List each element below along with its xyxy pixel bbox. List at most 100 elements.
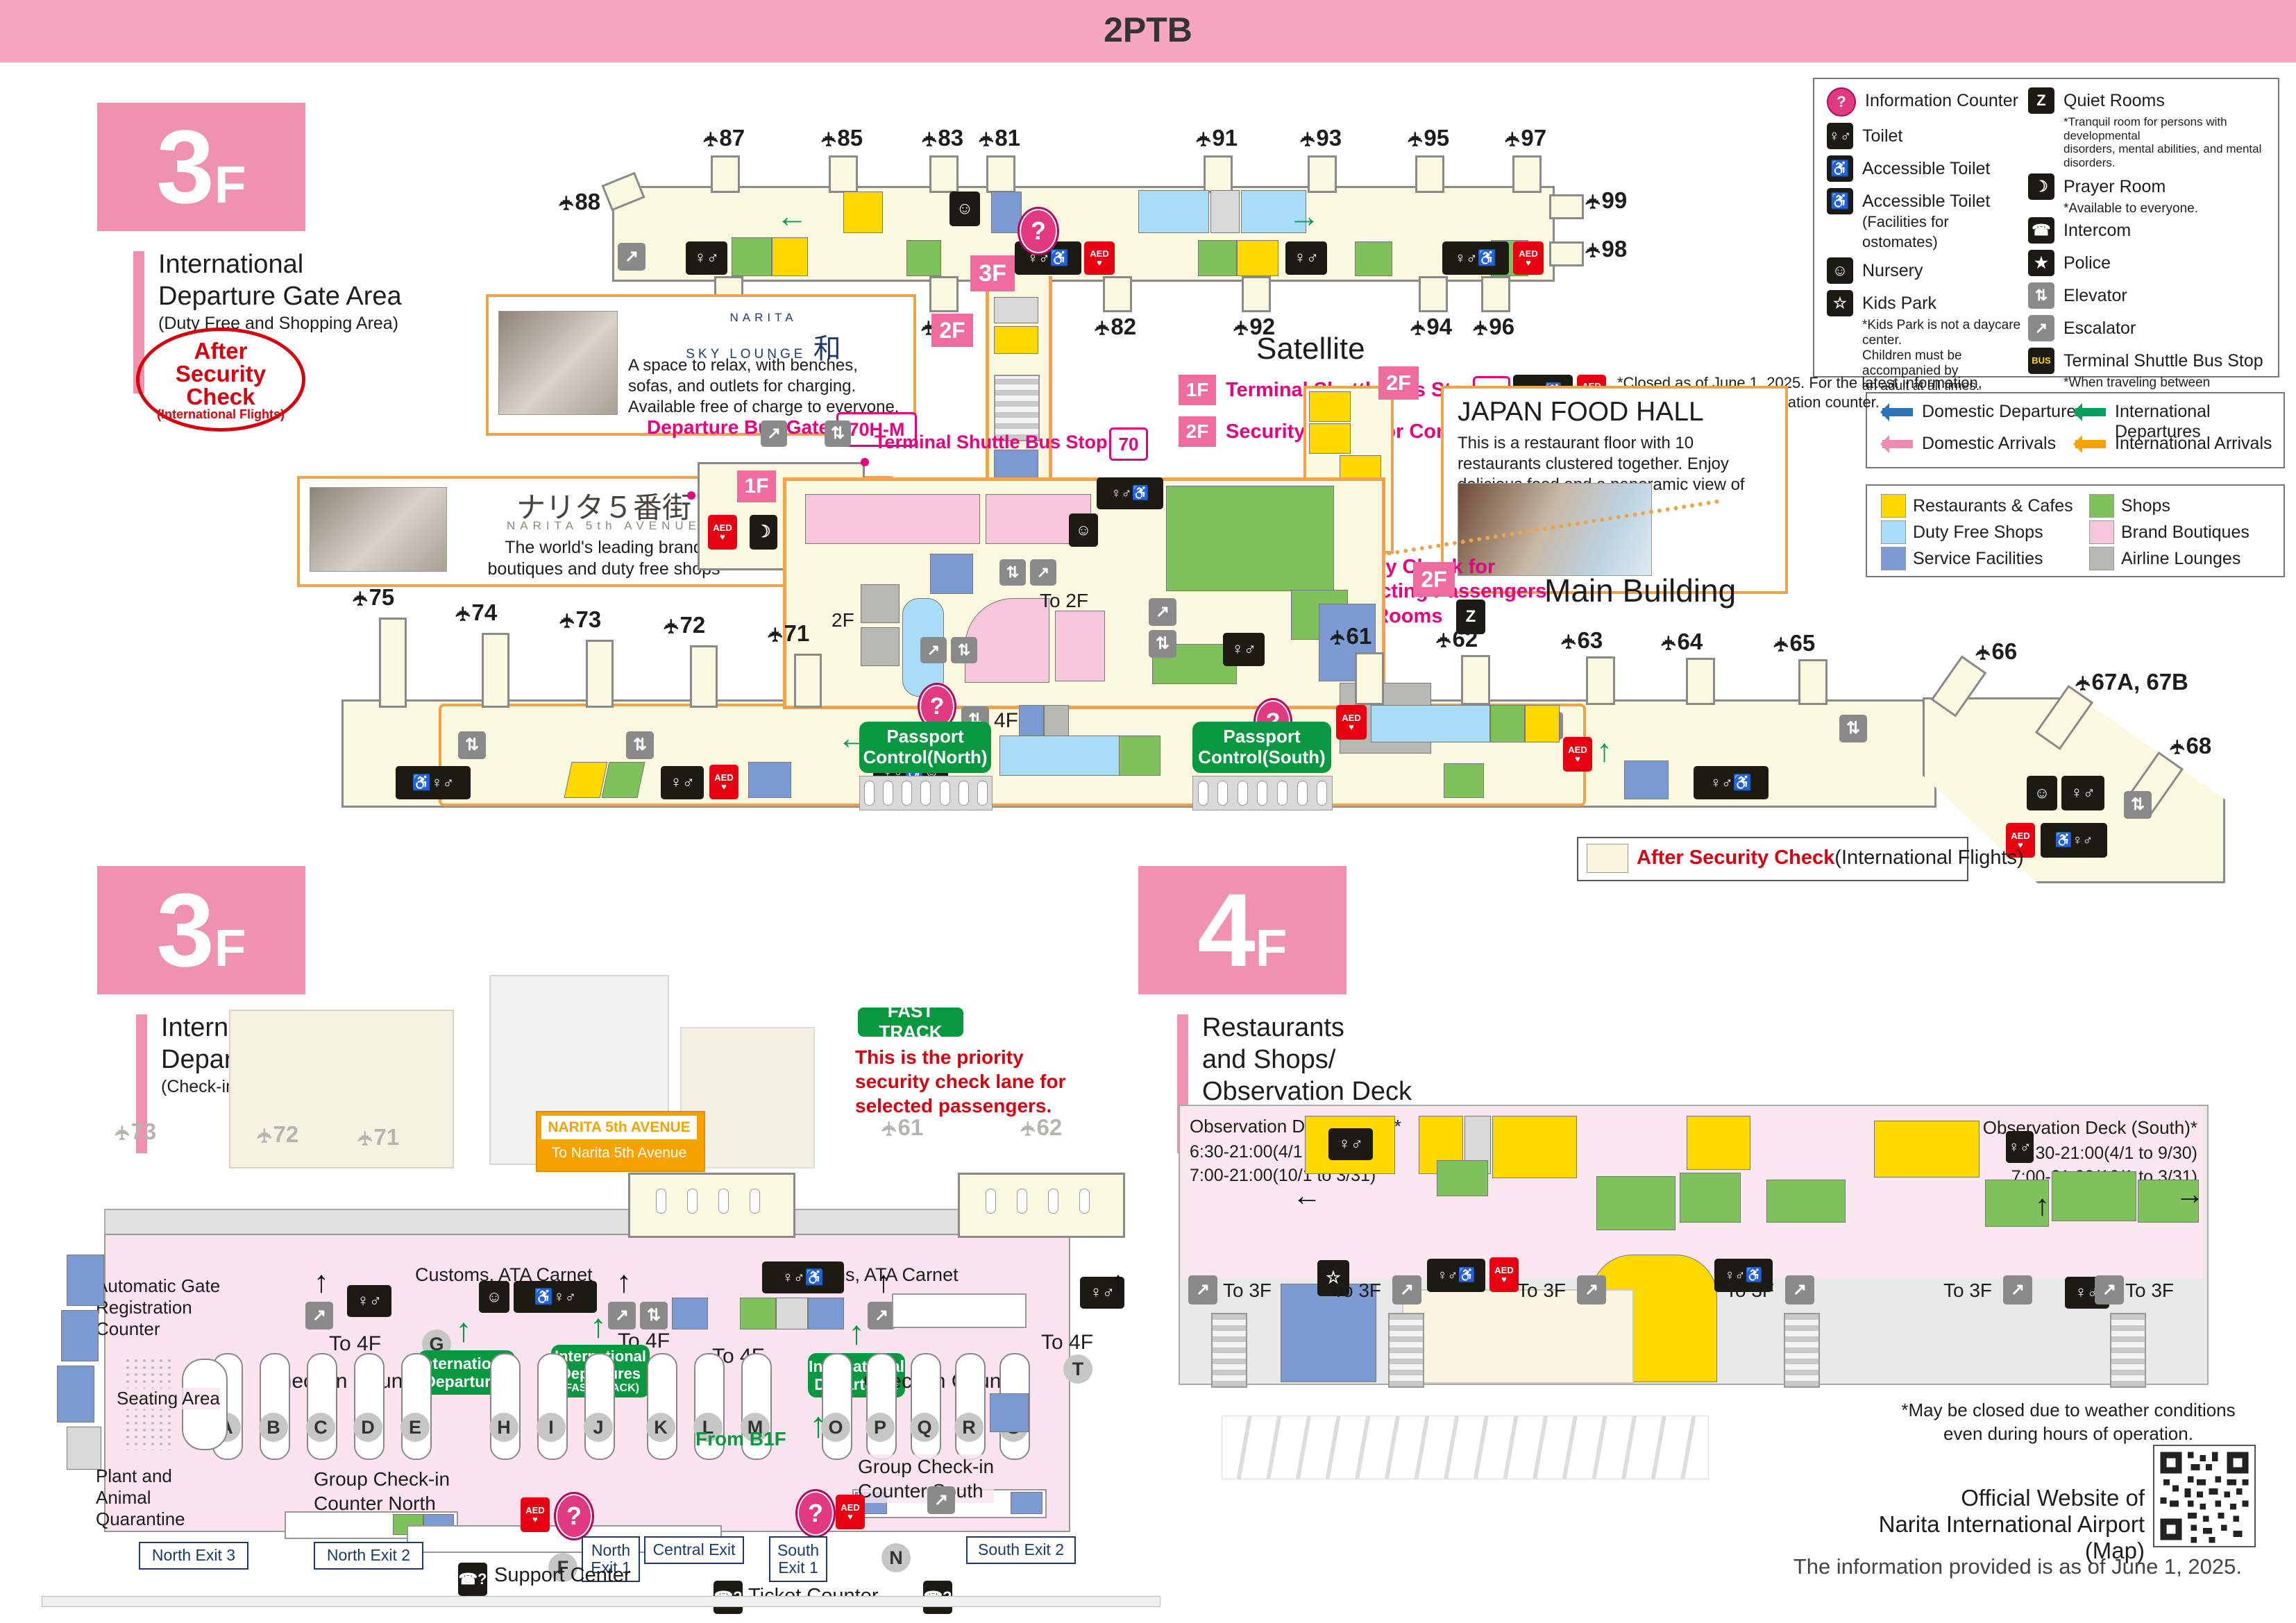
service-block (991, 192, 1022, 233)
escalator-icon: ↗ (2095, 1275, 2124, 1305)
aed-icon: AED♥ (836, 1495, 865, 1529)
passport-booths-north (859, 776, 993, 810)
toilet-accessible-icon: ♿♀♂ (2041, 823, 2107, 858)
gate-82: ✈82 (1092, 314, 1137, 339)
intercom-icon: ☎ (2028, 216, 2054, 244)
gate-81: ✈81 (976, 125, 1021, 151)
shop-block (740, 1298, 776, 1329)
lounge-block (861, 584, 900, 623)
counter-e: E (400, 1413, 430, 1442)
ghost-gate-62: ✈62 (1018, 1114, 1063, 1140)
shop-block (1766, 1180, 1846, 1223)
facility-legend: ?Information Counter ♀♂Toilet ♿Accessibl… (1813, 78, 2279, 450)
info-counter-icon: ? (1018, 207, 1059, 255)
gate-91: ✈91 (1193, 125, 1238, 151)
restaurant-block (1237, 240, 1278, 276)
shop-block (906, 240, 941, 276)
duty-free-swatch (1881, 520, 1906, 544)
up-arrow: ↑ (314, 1265, 329, 1299)
service-block (672, 1298, 708, 1329)
service-block (994, 450, 1038, 482)
elevator-icon: ⇅ (999, 559, 1026, 586)
lobby-wall (104, 1209, 1070, 1235)
gate-61: ✈61 (1327, 623, 1372, 649)
toilet-icon: ♀♂ (1328, 1128, 1373, 1160)
ghost-gate-73: ✈73 (112, 1119, 157, 1144)
counter-strip (892, 1293, 1027, 1328)
qr-code (2153, 1445, 2256, 1547)
toilet-accessible-icon: ♀♂♿ (1694, 766, 1769, 799)
ghost-gate-71: ✈71 (355, 1124, 400, 1150)
prayer-room-icon: ☽ (2028, 173, 2054, 201)
shop-block (1166, 486, 1334, 591)
police-icon: ★ (2028, 249, 2054, 276)
accessible-toilet-icon: ♿ (1827, 155, 1853, 182)
narita5-avenue-sub: To Narita 5th Avenue (551, 1145, 687, 1161)
info-icon: ? (1827, 87, 1856, 117)
to-3f-label: To 3F (1517, 1280, 1567, 1301)
gate-96: ✈96 (1470, 314, 1515, 339)
escalator-icon: ↗ (1030, 559, 1056, 586)
escalator-icon: ↗ (305, 1302, 333, 1329)
toilet-icon: ♀♂ (1223, 633, 1265, 666)
up-arrow: ↑ (1111, 1265, 1126, 1299)
green-up-arrow: ↑ (848, 1315, 865, 1352)
quiet-rooms-icon: Z (1456, 600, 1485, 634)
narita5-body: The world's leading brand boutiques and … (487, 538, 720, 579)
counter-c: C (306, 1413, 335, 1442)
restaurant-block (564, 762, 608, 798)
sat-2f-badge: 2F (1179, 416, 1216, 447)
after-security-stamp: After Security Check (International Flig… (136, 328, 305, 432)
escalator-icon: ↗ (1149, 598, 1176, 626)
lounge-block (994, 297, 1038, 323)
lbl-2f-small: 2F (832, 609, 854, 631)
black-arrow: → (2175, 1178, 2204, 1210)
counter-p: P (866, 1413, 895, 1442)
intl-departures-arrow: ↑ (1596, 732, 1612, 768)
parking-ticks (1222, 1416, 1709, 1479)
lounge-block (861, 627, 900, 666)
toilet-icon: ♀♂ (686, 241, 727, 275)
nursery-icon: ☺ (1827, 257, 1853, 284)
ostomate-toilet-icon: ♿ (1827, 188, 1853, 214)
ghost-gate-72: ✈72 (254, 1121, 299, 1147)
aed-icon: AED♥ (708, 515, 737, 550)
shop-block (1355, 241, 1392, 276)
passport-control-south: Passport Control(South) (1192, 722, 1331, 773)
gate-93: ✈93 (1297, 125, 1342, 151)
service-block (67, 1255, 104, 1306)
title-accent-bar (133, 251, 144, 393)
green-up-arrow: ↑ (455, 1312, 472, 1349)
toilet-accessible-icon: ♀♂♿ (1427, 1259, 1485, 1292)
sky-lounge-photo (498, 311, 618, 415)
floor-marker-2f: 2F (931, 314, 973, 347)
counter-f: F (548, 1553, 577, 1582)
escalator-well (2110, 1313, 2146, 1388)
narita5-avenue-title: NARITA 5th AVENUE (541, 1116, 697, 1139)
shuttle70-badge: 70 (1109, 427, 1148, 461)
central-exit: Central Exit (644, 1536, 744, 1564)
gate-63: ✈63 (1558, 627, 1603, 653)
shop-block (1680, 1173, 1741, 1223)
restaurants-swatch (1881, 494, 1906, 518)
accessible-toilet-icon: ♿♀♂ (514, 1281, 597, 1313)
floor3-gate-title: International (158, 250, 304, 279)
service-block (57, 1366, 94, 1422)
ghost-structure (229, 1010, 454, 1169)
service-block (748, 762, 791, 798)
to-3f-label: To 3F (1333, 1280, 1382, 1301)
counter-b: B (259, 1413, 288, 1442)
shop-block (2138, 1180, 2199, 1223)
counter-k: K (646, 1413, 675, 1442)
kids-park-note: *Kids Park is not a daycare center. Chil… (1862, 318, 2021, 393)
shuttle-bus-icon: BUS (2028, 347, 2054, 374)
intercom-icon: ☎? (458, 1563, 487, 1596)
to-2f-label: To 2F (1040, 590, 1089, 611)
main-building-label: Main Building (1544, 572, 1737, 609)
food-hall-title: JAPAN FOOD HALL (1458, 397, 1704, 427)
deck-weather-note: *May be closed due to weather conditions… (1901, 1400, 2236, 1444)
customs-booths-north (645, 1184, 770, 1218)
narita5-title-jp: ナリタ５番街 (516, 491, 691, 524)
checkin-label-north: Check-in Counter (265, 1370, 428, 1393)
